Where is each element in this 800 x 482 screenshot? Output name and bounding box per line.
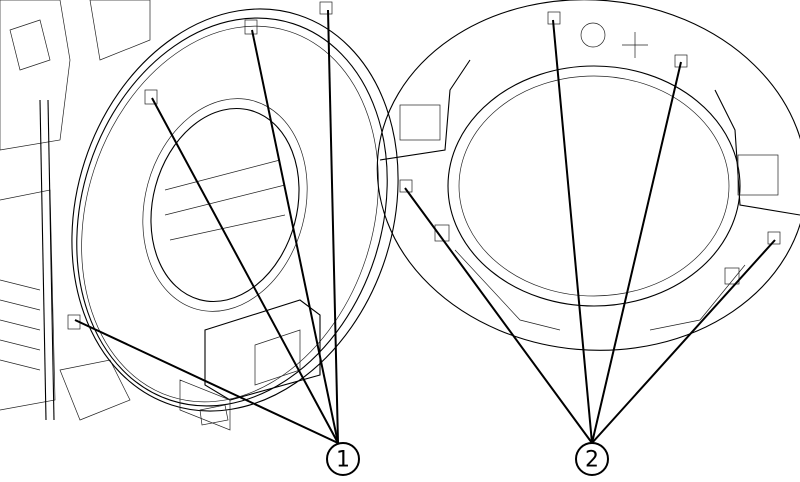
leader-line [404,187,593,444]
leader-line [591,61,682,444]
leader-line [552,19,593,444]
leader-line [74,319,339,444]
callout-1: 1 [74,9,360,476]
callout-2: 2 [404,19,776,476]
leader-line [327,9,339,444]
ring-cover [376,0,800,351]
leader-line [251,29,339,444]
leader-line [151,97,339,444]
gantry-assembly [0,0,399,431]
callout-circle [326,442,360,476]
callout-circle [575,442,609,476]
leader-line [591,239,776,444]
callout-number-1: 1 [336,448,350,473]
callout-number-2: 2 [585,448,599,473]
